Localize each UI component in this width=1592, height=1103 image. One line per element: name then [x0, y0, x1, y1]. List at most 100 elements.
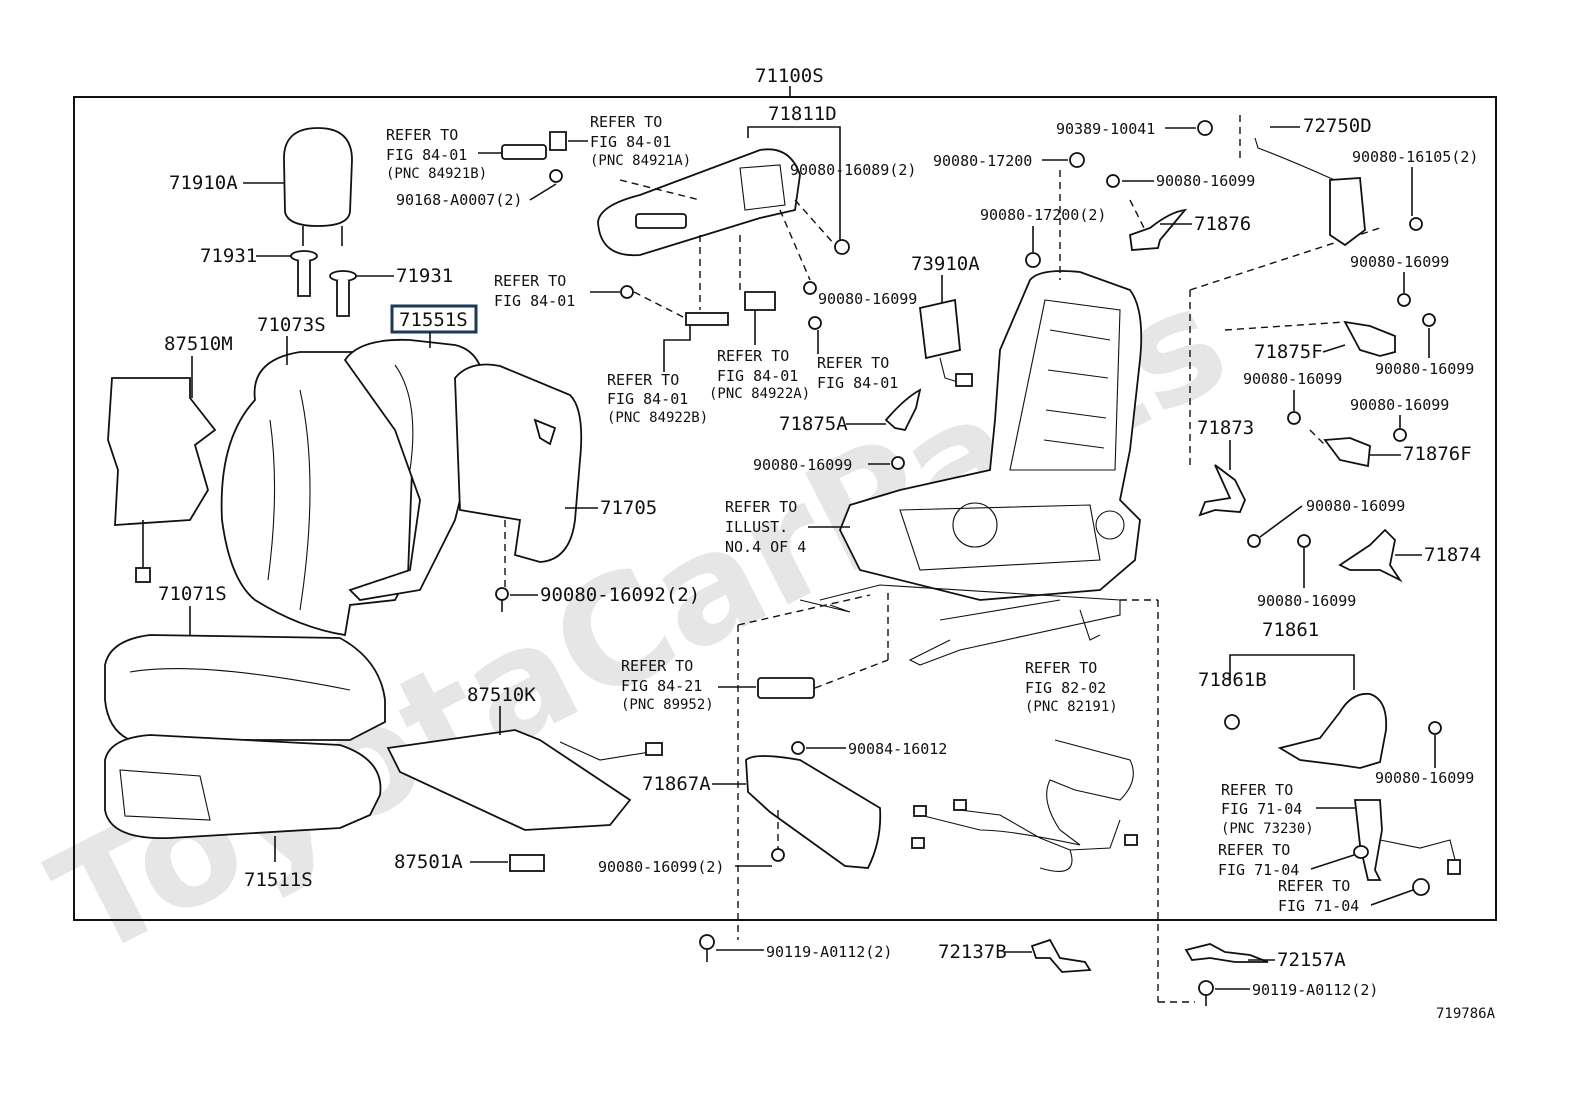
clip-72157A[interactable] — [1184, 943, 1269, 963]
screw-16099b[interactable] — [891, 456, 905, 470]
bracket-71875A[interactable] — [884, 388, 922, 432]
part-71071S: 71071S — [158, 583, 227, 605]
screw-90168[interactable] — [549, 169, 563, 183]
fastener-90080-16105: 90080-16105(2) — [1352, 148, 1478, 166]
screw-16099h[interactable] — [1393, 428, 1407, 442]
side-cover-71867A[interactable] — [745, 755, 882, 869]
screw-71861B[interactable] — [1224, 714, 1240, 730]
screw-16105[interactable] — [1409, 217, 1423, 231]
svg-text:(PNC 89952): (PNC 89952) — [621, 697, 714, 713]
headrest-support-right[interactable] — [329, 270, 357, 317]
part-73910A: 73910A — [911, 253, 980, 275]
headrest-support-left[interactable] — [290, 250, 318, 297]
ref-block-4[interactable]: REFER TO FIG 84-01 (PNC 84922B) — [607, 371, 708, 426]
screw-71705[interactable] — [495, 587, 509, 612]
svg-text:REFER TO: REFER TO — [494, 272, 566, 290]
screw-16099j[interactable] — [1297, 534, 1311, 548]
fastener-90080-16092: 90080-16092(2) — [540, 584, 700, 606]
bracket-84922B[interactable] — [685, 312, 729, 326]
ref-block-8[interactable]: REFER TO FIG 84-21 (PNC 89952) — [621, 657, 714, 713]
fastener-90389-10041: 90389-10041 — [1056, 120, 1155, 138]
ref-block-2[interactable]: REFER TO FIG 84-01 (PNC 84921A) — [590, 113, 691, 169]
seat-cushion-pad[interactable] — [104, 734, 382, 839]
bracket-84922A[interactable] — [744, 291, 776, 311]
seat-frame[interactable] — [799, 270, 1143, 666]
ref-block-7[interactable]: REFER TO ILLUST. NO.4 OF 4 — [725, 498, 806, 556]
screw-16099a[interactable] — [803, 281, 817, 295]
wire-harness[interactable] — [919, 739, 1134, 872]
assembly-label: 71100S — [755, 65, 824, 87]
switch-89952[interactable] — [757, 677, 815, 699]
screw-16099e[interactable] — [1397, 293, 1411, 307]
screw-16099f[interactable] — [1422, 313, 1436, 327]
screw-ref6[interactable] — [808, 316, 822, 330]
svg-text:(PNC 84922A): (PNC 84922A) — [709, 386, 810, 402]
bolt-A0112b[interactable] — [1198, 980, 1214, 996]
bolt-A0112a[interactable] — [699, 934, 715, 950]
screw-16089[interactable] — [834, 239, 850, 255]
seatback-board[interactable] — [454, 363, 583, 563]
switch-84921A[interactable] — [549, 131, 567, 151]
headrest[interactable] — [283, 127, 353, 246]
screw-16099k[interactable] — [1428, 721, 1442, 735]
side-airbag[interactable] — [919, 298, 973, 387]
part-71861: 71861 — [1262, 619, 1319, 641]
highlight-box-71551S[interactable] — [390, 304, 478, 334]
ref-block-5[interactable]: REFER TO FIG 84-01 (PNC 84922A) — [709, 347, 810, 402]
nut-10041[interactable] — [1197, 120, 1213, 136]
fastener-90119-A0112-a: 90119-A0112(2) — [766, 943, 892, 961]
switch-84921B[interactable] — [501, 144, 547, 160]
seatbelt-buckle[interactable] — [1353, 799, 1383, 881]
svg-text:(PNC 82191): (PNC 82191) — [1025, 699, 1118, 715]
ref-block-6[interactable]: REFER TO FIG 84-01 — [817, 354, 898, 392]
nut-17200[interactable] — [1069, 152, 1085, 168]
bracket-71875F[interactable] — [1343, 320, 1396, 357]
fastener-90080-16099-a: 90080-16099 — [818, 290, 917, 308]
seat-cushion-cover[interactable] — [104, 634, 386, 741]
svg-text:(PNC 84922B): (PNC 84922B) — [607, 410, 708, 426]
fastener-90080-17200: 90080-17200 — [933, 152, 1032, 170]
screw-16099d[interactable] — [1106, 174, 1120, 188]
nut-71-04[interactable] — [1412, 878, 1430, 896]
bracket-71876F[interactable] — [1323, 437, 1371, 468]
part-71910A: 71910A — [169, 172, 238, 194]
recliner-bracket[interactable] — [1329, 177, 1366, 247]
screw-16099i[interactable] — [1247, 534, 1261, 548]
fastener-90080-16099-f: 90080-16099 — [1375, 360, 1474, 378]
seatback-pad[interactable] — [343, 338, 486, 601]
fastener-90084-16012: 90084-16012 — [848, 740, 947, 758]
module-87501A[interactable] — [509, 854, 545, 872]
ref-block-10[interactable]: REFER TO FIG 71-04 (PNC 73230) — [1221, 781, 1314, 837]
screw-16012[interactable] — [791, 741, 805, 755]
part-71874: 71874 — [1424, 544, 1481, 566]
bracket-71873[interactable] — [1198, 464, 1246, 517]
svg-text:REFER TO: REFER TO — [1221, 781, 1293, 799]
screw-16099c[interactable] — [771, 848, 785, 862]
part-71875A: 71875A — [779, 413, 848, 435]
fastener-90080-16099-j: 90080-16099 — [1257, 592, 1356, 610]
cable-72750D[interactable] — [1254, 137, 1341, 183]
bracket-71874[interactable] — [1338, 528, 1403, 583]
screw-ref3[interactable] — [620, 285, 634, 299]
fastener-90080-16099-k: 90080-16099 — [1375, 769, 1474, 787]
seat-lever-71861[interactable] — [1277, 692, 1388, 769]
ref-block-3[interactable]: REFER TO FIG 84-01 — [494, 272, 575, 310]
assembly-frame — [73, 96, 1497, 921]
part-72157A: 72157A — [1277, 949, 1346, 971]
ref-block-12[interactable]: REFER TO FIG 71-04 — [1278, 877, 1359, 915]
nut-17200b[interactable] — [1025, 252, 1041, 268]
svg-text:REFER TO: REFER TO — [1218, 841, 1290, 859]
ref-block-9[interactable]: REFER TO FIG 82-02 (PNC 82191) — [1025, 659, 1118, 715]
fastener-90119-A0112-b: 90119-A0112(2) — [1252, 981, 1378, 999]
ref-block-1[interactable]: REFER TO FIG 84-01 (PNC 84921B) — [386, 126, 487, 182]
ref-block-11[interactable]: REFER TO FIG 71-04 — [1218, 841, 1299, 879]
seatback-heater[interactable] — [107, 377, 217, 526]
clip-72137B[interactable] — [1030, 938, 1092, 973]
seat-cushion-heater[interactable] — [386, 729, 632, 831]
screw-16099g[interactable] — [1287, 411, 1301, 425]
fastener-90080-16089: 90080-16089(2) — [790, 161, 916, 179]
svg-text:REFER TO: REFER TO — [725, 498, 797, 516]
seatback-cover[interactable] — [220, 351, 413, 637]
bracket-71876[interactable] — [1129, 208, 1188, 251]
